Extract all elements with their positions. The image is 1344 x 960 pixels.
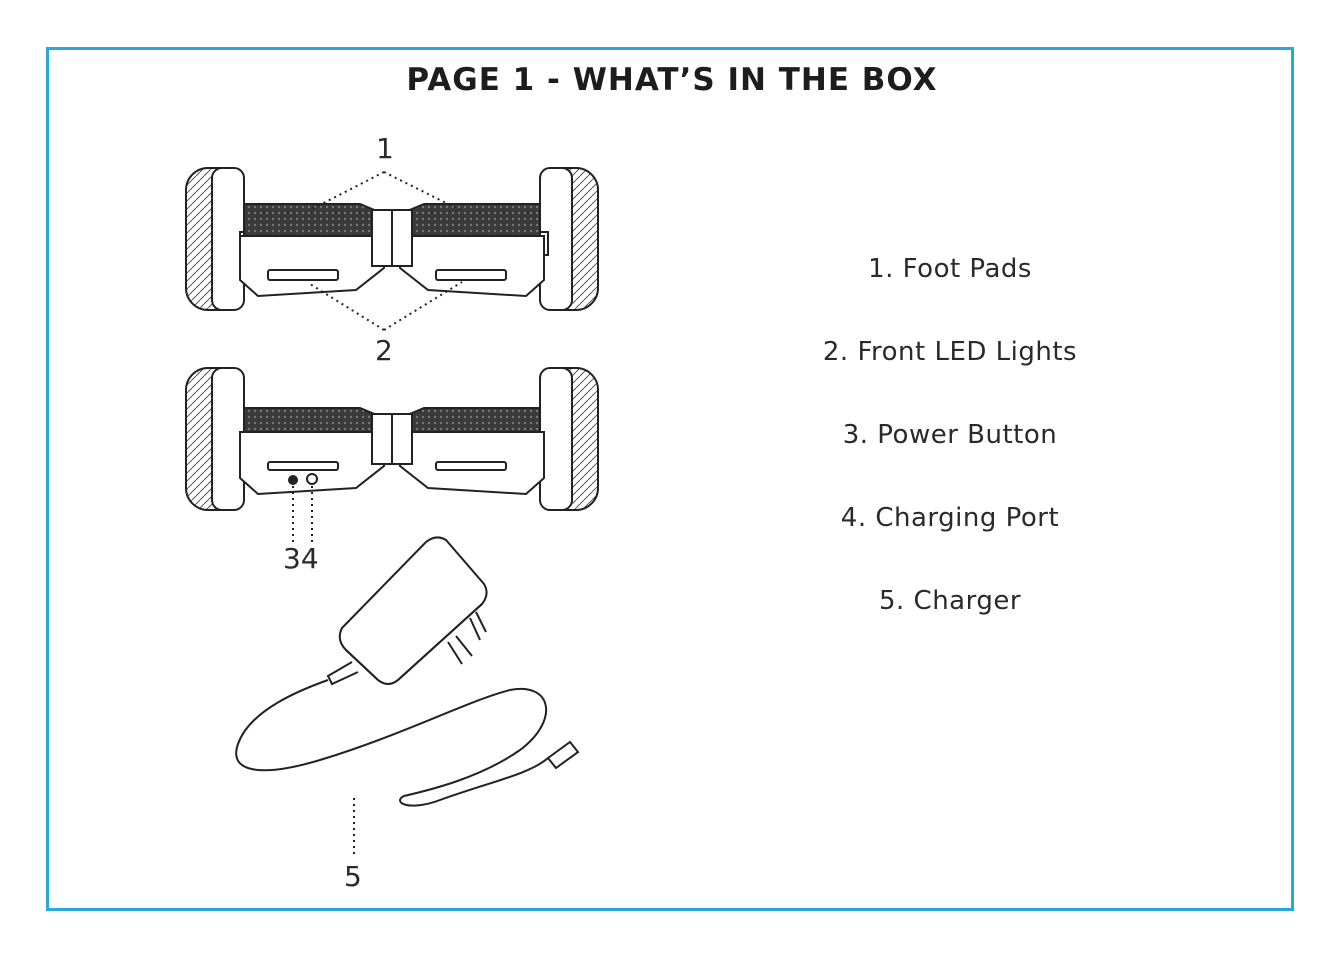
legend-item-power-button: 3. Power Button — [760, 420, 1140, 450]
callout-5: 5 — [344, 860, 362, 893]
charging-port — [307, 474, 317, 484]
charger — [236, 537, 578, 805]
right-foot-pad — [400, 204, 540, 236]
right-led-light — [436, 270, 506, 280]
hoverboard-top — [186, 168, 598, 310]
legend-item-front-led-lights: 2. Front LED Lights — [760, 337, 1140, 367]
legend-item-foot-pads: 1. Foot Pads — [760, 254, 1140, 284]
callout-34: 34 — [283, 542, 319, 575]
left-led-light — [268, 270, 338, 280]
power-button — [289, 476, 297, 484]
legend-item-charging-port: 4. Charging Port — [760, 503, 1140, 533]
callout-2: 2 — [375, 334, 393, 367]
callout-1: 1 — [376, 132, 394, 165]
legend-item-charger: 5. Charger — [760, 586, 1140, 616]
hoverboard-front — [186, 368, 598, 510]
callout-34-leaders — [293, 486, 312, 542]
